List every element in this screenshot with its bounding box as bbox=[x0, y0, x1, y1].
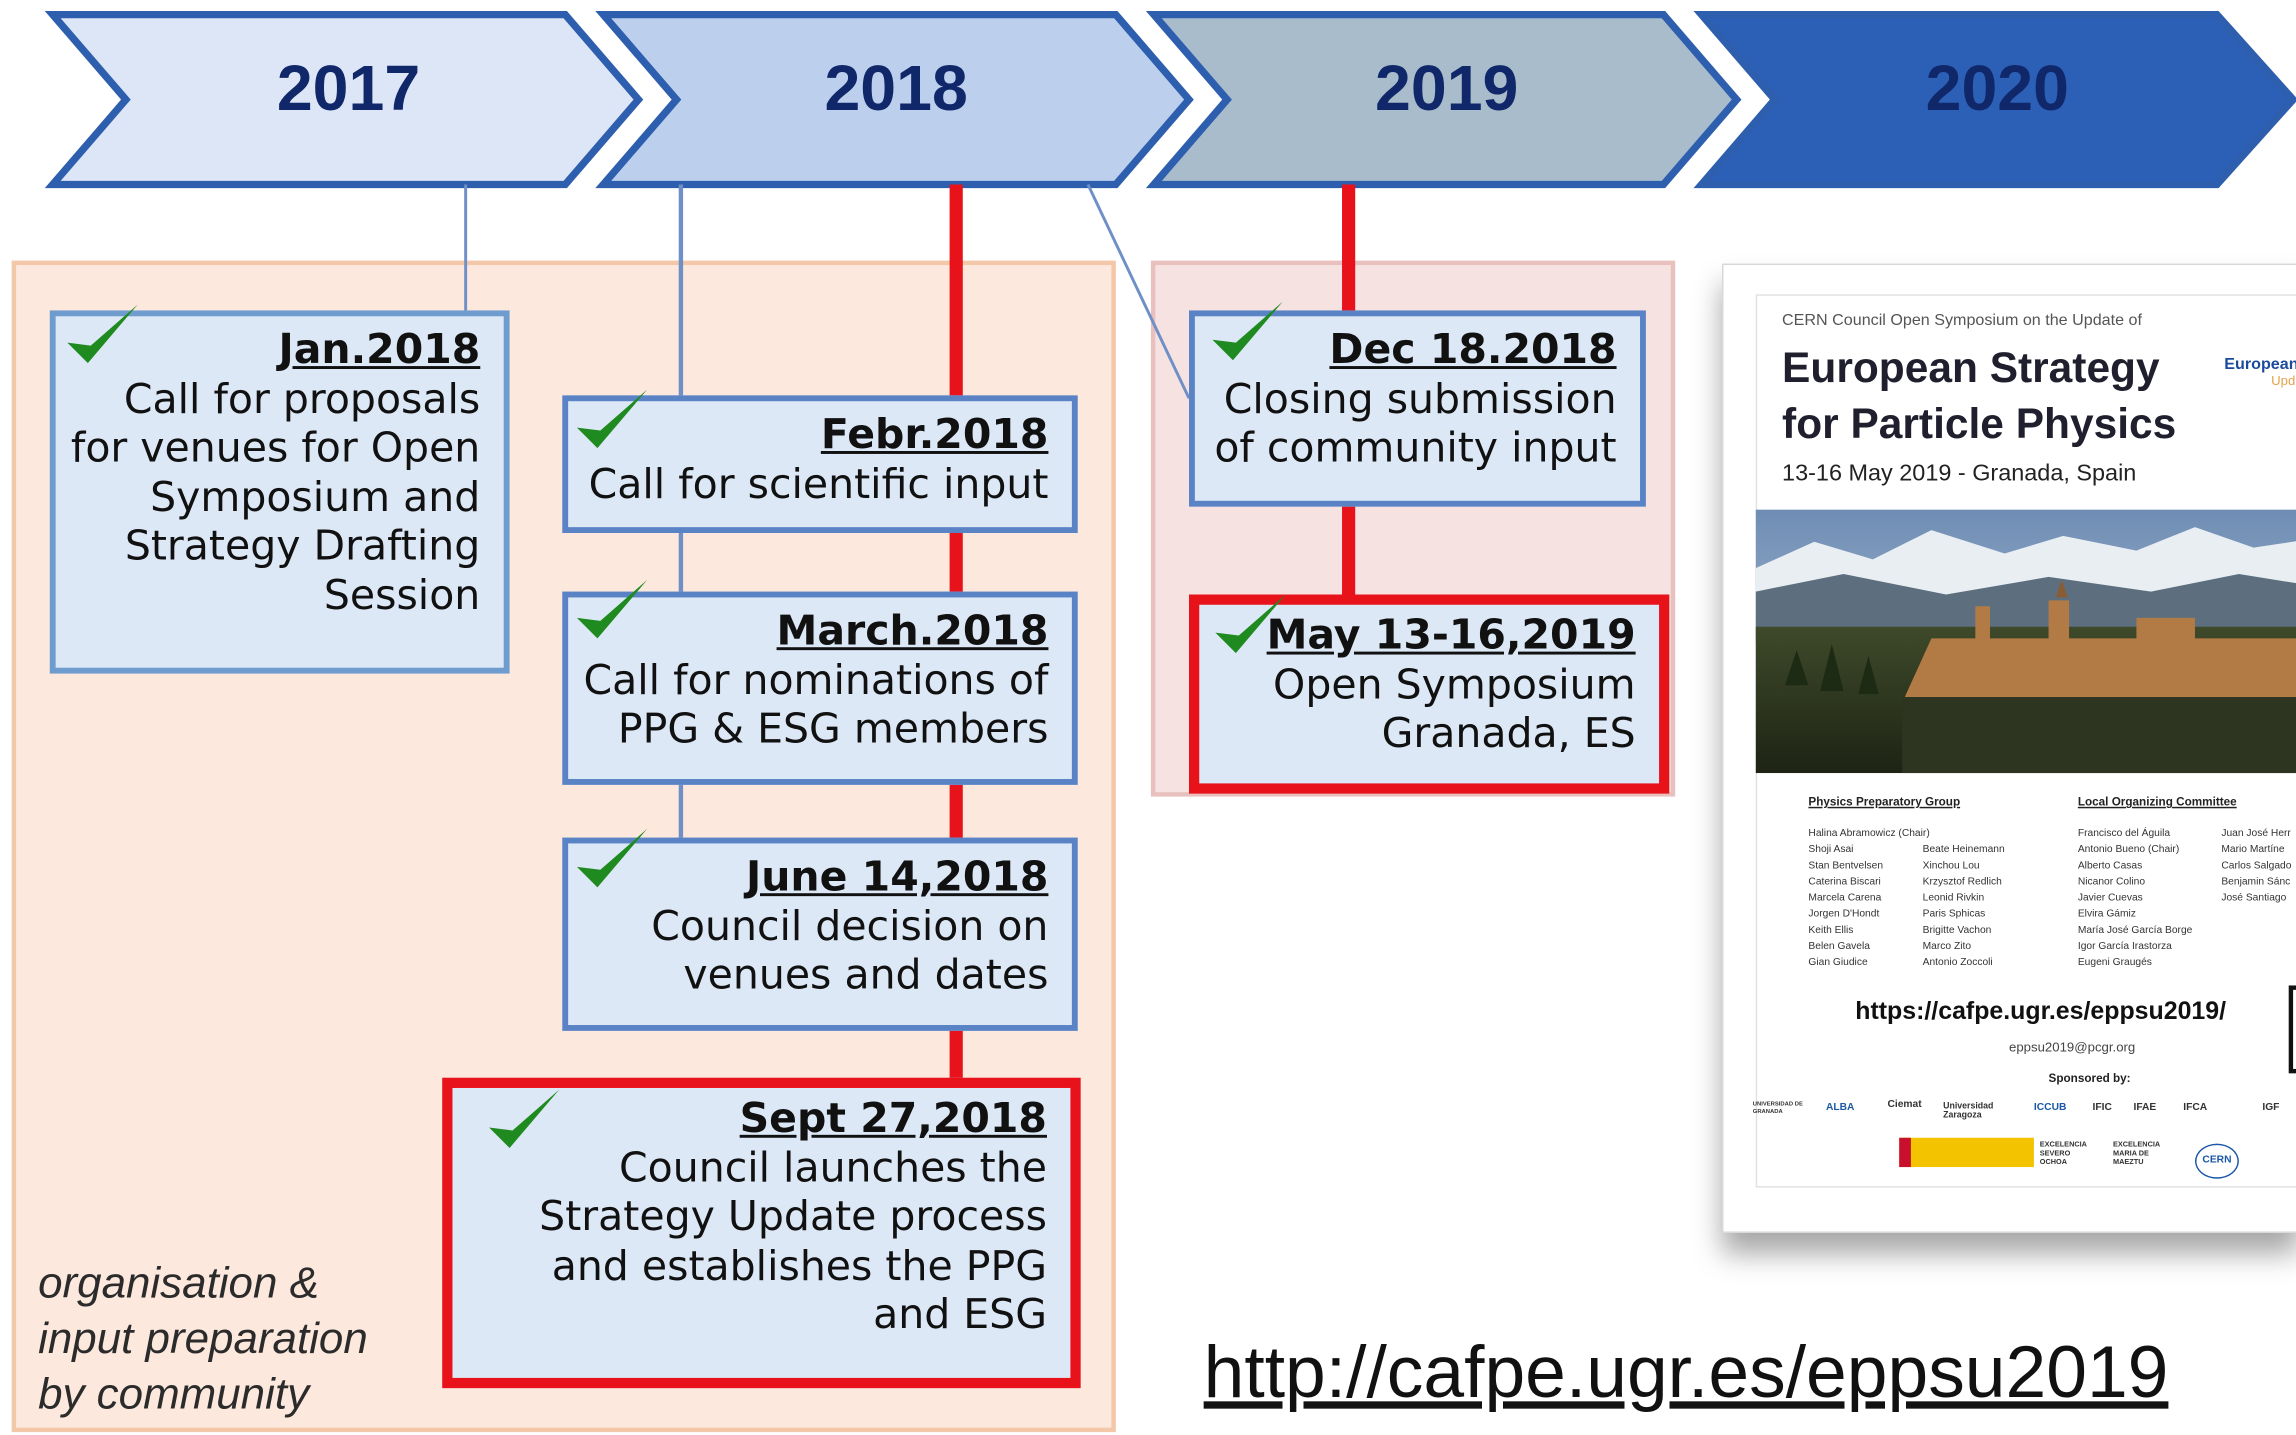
poster-supertitle: CERN Council Open Symposium on the Updat… bbox=[1782, 311, 2142, 330]
milestone-date: June 14,2018 bbox=[745, 852, 1049, 901]
ppg-members-col2: Beate Heinemann Xinchou Lou Krzysztof Re… bbox=[1922, 844, 2005, 968]
poster-brand-sub: Upd bbox=[2271, 373, 2296, 389]
milestone-text: Council decision on bbox=[651, 901, 1049, 950]
ppg-heading: Physics Preparatory Group bbox=[1808, 795, 1961, 809]
milestone-text: Strategy Drafting bbox=[124, 521, 481, 571]
sponsor-logo: IGF bbox=[2262, 1102, 2280, 1113]
poster-title-line: for Particle Physics bbox=[1782, 401, 2177, 449]
milestone-text: of community input bbox=[1214, 423, 1617, 472]
symposium-link[interactable]: http://cafpe.ugr.es/eppsu2019 bbox=[1203, 1331, 2169, 1414]
milestone-text: Session bbox=[323, 571, 481, 620]
milestone-text: venues and dates bbox=[683, 950, 1049, 999]
milestone-text: and ESG bbox=[873, 1290, 1047, 1339]
checkmark-icon bbox=[67, 304, 138, 364]
milestone-date: Sept 27,2018 bbox=[739, 1093, 1047, 1143]
poster-title-line: European Strategy bbox=[1782, 345, 2160, 393]
poster-url: https://cafpe.ugr.es/eppsu2019/ bbox=[1855, 997, 2227, 1026]
year-label-2018: 2018 bbox=[824, 52, 968, 125]
milestone-date: March.2018 bbox=[776, 606, 1049, 655]
note-line: organisation & bbox=[38, 1259, 319, 1308]
year-label-2017: 2017 bbox=[276, 52, 421, 125]
note-line: by community bbox=[38, 1370, 310, 1419]
sponsor-logo: ALBA bbox=[1825, 1102, 1855, 1113]
poster-title: European Strategy for Particle Physics bbox=[1782, 341, 2221, 452]
sponsor-logo: Universidad Zaragoza bbox=[1943, 1102, 1994, 1121]
sponsor-logo: EXCELENCIA MARIA DE MAEZTU bbox=[2112, 1140, 2160, 1168]
milestone-date: May 13-16,2019 bbox=[1266, 610, 1636, 659]
spain-flag-logo bbox=[1899, 1137, 2034, 1168]
milestone-text: Granada, ES bbox=[1381, 708, 1636, 758]
checkmark-icon bbox=[576, 579, 648, 639]
milestone-febr-2018: Febr.2018 Call for scientific input bbox=[562, 395, 1078, 534]
milestone-text: Closing submission bbox=[1223, 374, 1617, 423]
ppg-members-col1: Halina Abramowicz (Chair) Shoji Asai Sta… bbox=[1808, 828, 1930, 968]
checkmark-icon bbox=[489, 1089, 560, 1149]
poster-email: eppsu2019@pcgr.org bbox=[2009, 1039, 2136, 1055]
milestone-sept-2018: Sept 27,2018 Council launches the Strate… bbox=[442, 1077, 1081, 1389]
sponsor-logo: UNIVERSIDAD DE GRANADA bbox=[1752, 1099, 1803, 1115]
year-arrow-2018 bbox=[595, 10, 1194, 189]
milestone-text: PPG & ESG members bbox=[617, 704, 1049, 753]
milestone-text: Call for nominations of bbox=[583, 655, 1049, 704]
note-line: input preparation bbox=[38, 1314, 368, 1364]
symposium-poster: CERN Council Open Symposium on the Updat… bbox=[1722, 263, 2296, 1233]
milestone-text: Symposium and bbox=[150, 472, 481, 521]
milestone-text: Council launches the bbox=[619, 1143, 1047, 1192]
sponsor-logo: Ciemat bbox=[1887, 1099, 1922, 1110]
milestone-march-2018: March.2018 Call for nominations of PPG &… bbox=[562, 591, 1078, 785]
milestone-dec-2018: Dec 18.2018 Closing submission of commun… bbox=[1189, 310, 1646, 507]
milestone-text: Call for scientific input bbox=[588, 459, 1049, 508]
milestone-date: Febr.2018 bbox=[820, 410, 1049, 459]
sponsored-label: Sponsored by: bbox=[2048, 1071, 2131, 1086]
checkmark-icon bbox=[1215, 594, 1286, 654]
sponsor-logo: IFAE bbox=[2133, 1102, 2157, 1113]
sponsor-logo: IFCA bbox=[2183, 1102, 2208, 1113]
loc-heading: Local Organizing Committee bbox=[2077, 795, 2237, 809]
checkmark-icon bbox=[576, 828, 648, 888]
loc-members-col1: Francisco del Águila Antonio Bueno (Chai… bbox=[2077, 828, 2193, 968]
sponsor-logo: EXCELENCIA SEVERO OCHOA bbox=[2039, 1140, 2087, 1168]
year-arrow-2020 bbox=[1693, 10, 2296, 189]
sponsor-logo: ICCUB bbox=[2033, 1102, 2067, 1113]
milestone-text: and establishes the PPG bbox=[551, 1241, 1047, 1290]
milestone-june-2018: June 14,2018 Council decision on venues … bbox=[562, 837, 1078, 1031]
qr-code-icon bbox=[2288, 985, 2296, 1074]
checkmark-icon bbox=[1212, 301, 1283, 361]
milestone-jan-2018: Jan.2018 Call for proposals for venues f… bbox=[49, 310, 510, 674]
milestone-date: Dec 18.2018 bbox=[1329, 325, 1617, 374]
sponsor-logo: IFIC bbox=[2092, 1102, 2112, 1113]
community-note: organisation & input preparation by comm… bbox=[38, 1256, 368, 1423]
alhambra-photo bbox=[1755, 509, 2296, 774]
milestone-date: Jan.2018 bbox=[278, 325, 481, 374]
year-arrow-2019 bbox=[1145, 10, 1742, 189]
poster-brand: European bbox=[2224, 355, 2296, 374]
sponsor-logo: CERN bbox=[2194, 1143, 2239, 1179]
loc-members-col2: Juan José Herr Mario Martíne Carlos Salg… bbox=[2221, 828, 2292, 904]
year-label-2020: 2020 bbox=[1925, 52, 2069, 125]
milestone-text: Strategy Update process bbox=[539, 1192, 1047, 1241]
connector-diagonal bbox=[1086, 183, 1191, 399]
milestone-text: for venues for Open bbox=[70, 423, 481, 472]
milestone-text: Open Symposium bbox=[1273, 659, 1636, 709]
milestone-text: Call for proposals bbox=[123, 374, 481, 423]
milestone-may-2019: May 13-16,2019 Open Symposium Granada, E… bbox=[1189, 594, 1670, 794]
poster-date: 13-16 May 2019 - Granada, Spain bbox=[1782, 461, 2137, 487]
year-arrow-2017 bbox=[44, 10, 644, 189]
checkmark-icon bbox=[576, 389, 648, 449]
year-label-2019: 2019 bbox=[1375, 52, 1519, 125]
